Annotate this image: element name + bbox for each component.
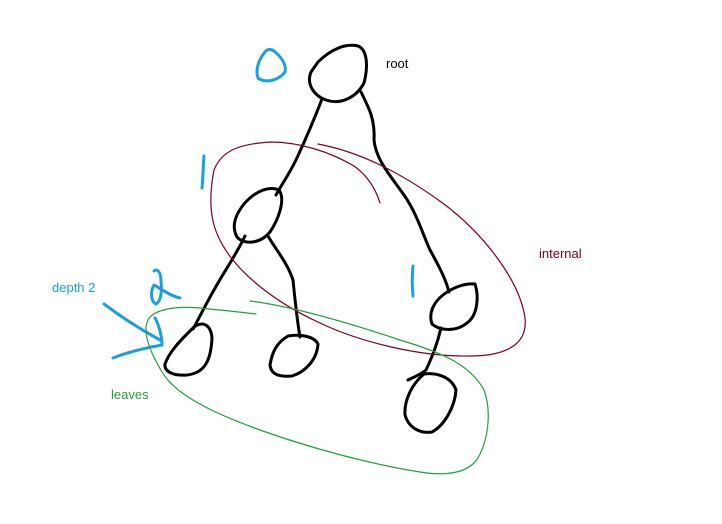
root-label: root (386, 56, 409, 71)
edge-left-internal-to-left-leaf (191, 234, 247, 331)
tree-edges (191, 90, 451, 382)
edge-left-internal-to-mid-leaf (266, 234, 302, 339)
node-leaf-bottom (403, 372, 458, 434)
node-leaf-left (163, 322, 214, 377)
node-internal-left (232, 187, 284, 244)
internal-nodes-outline (210, 141, 526, 357)
node-leaf-middle (268, 333, 320, 378)
depth-2-mark (150, 268, 182, 306)
depth-2-label: depth 2 (52, 280, 96, 295)
depth-1-mark-left (200, 154, 206, 190)
edge-root-to-right-internal (359, 90, 451, 294)
depth-marks (102, 47, 415, 360)
depth-1-mark-right (410, 264, 415, 298)
node-root (308, 43, 368, 104)
depth-2-arrow (102, 302, 164, 360)
leaves-label: leaves (111, 387, 149, 402)
edge-root-to-left-internal (274, 97, 324, 197)
leaves-outline (145, 300, 489, 475)
edge-right-internal-to-bottom-leaf (406, 326, 443, 382)
internal-label: internal (539, 246, 582, 261)
tree-nodes (163, 43, 479, 434)
depth-0-mark (255, 47, 287, 83)
node-internal-right (429, 282, 479, 331)
